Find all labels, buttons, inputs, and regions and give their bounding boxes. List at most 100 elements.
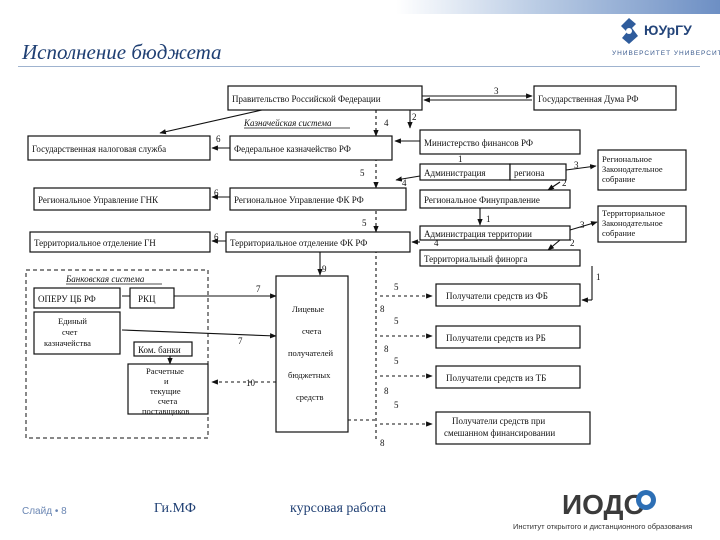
box-minfin-label: Министерство финансов РФ xyxy=(424,138,533,148)
box-regional-fin: Региональное Финуправление xyxy=(419,189,571,209)
box-territorial-leg: Территориальное Законодательное собрание xyxy=(597,205,687,243)
box-com-banks-label: Ком. банки xyxy=(138,345,181,355)
box-government: Правительство Российской Федерации xyxy=(227,85,423,111)
box-region: региона xyxy=(509,163,567,181)
iodo-logo-text: ИОДО xyxy=(562,489,645,520)
box-personal-accounts-label: Лицевые счета получателей бюджетных сред… xyxy=(288,304,335,402)
slide-number: Слайд • 8 xyxy=(22,506,67,517)
box-recipients-rb-label: Получатели средств из РБ xyxy=(446,333,546,343)
svg-text:2: 2 xyxy=(412,112,417,122)
box-government-label: Правительство Российской Федерации xyxy=(232,94,381,104)
box-recipients-mixed-label: Получатели средств при смешанном финанси… xyxy=(444,416,555,438)
box-recipients-mixed: Получатели средств при смешанном финанси… xyxy=(435,411,591,445)
footer-author: Ги.МФ xyxy=(154,501,196,516)
box-territorial-fin: Территориальный финорга xyxy=(419,249,581,267)
svg-text:2: 2 xyxy=(570,238,575,248)
box-fed-treasury-label: Федеральное казначейство РФ xyxy=(234,144,351,154)
box-minfin: Министерство финансов РФ xyxy=(419,129,581,155)
box-region-label: региона xyxy=(514,168,544,178)
svg-text:2: 2 xyxy=(562,178,567,188)
treasury-system-label: Казначейская система xyxy=(243,118,332,128)
box-recipients-fb-label: Получатели средств из ФБ xyxy=(446,291,548,301)
diagram-connectors xyxy=(121,93,598,440)
svg-text:1: 1 xyxy=(458,154,463,164)
university-subtitle: УНИВЕРСИТЕТ УНИВЕРСИТЕТ xyxy=(612,50,720,57)
box-rkc-label: РКЦ xyxy=(138,294,156,304)
box-settlement-label: Расчетные и текущие счета поставщиков xyxy=(142,366,189,416)
box-personal-accounts: Лицевые счета получателей бюджетных сред… xyxy=(275,275,349,433)
box-territorial-gn: Территориальное отделение ГН xyxy=(29,231,211,253)
box-settlement: Расчетные и текущие счета поставщиков xyxy=(127,363,209,416)
box-recipients-rb: Получатели средств из РБ xyxy=(435,325,581,349)
svg-text:8: 8 xyxy=(384,386,389,396)
svg-text:4: 4 xyxy=(384,118,389,128)
svg-text:6: 6 xyxy=(216,134,221,144)
box-admin-territory: Администрация территории xyxy=(419,225,571,241)
svg-text:8: 8 xyxy=(384,344,389,354)
svg-text:7: 7 xyxy=(256,284,261,294)
box-territorial-fk: Территориальное отделение ФК РФ xyxy=(225,231,411,253)
svg-text:10: 10 xyxy=(246,378,256,388)
box-tax-service-label: Государственная налоговая служба xyxy=(32,144,166,154)
svg-text:1: 1 xyxy=(486,214,491,224)
box-rkc: РКЦ xyxy=(129,287,175,309)
svg-text:9: 9 xyxy=(322,264,327,274)
svg-text:3: 3 xyxy=(494,86,499,96)
box-recipients-tb: Получатели средств из ТБ xyxy=(435,365,581,389)
box-opery: ОПЕРУ ЦБ РФ xyxy=(33,287,121,309)
institute-name: Институт открытого и дистанционного обра… xyxy=(513,522,693,531)
svg-text:5: 5 xyxy=(394,356,399,366)
svg-text:6: 6 xyxy=(214,232,219,242)
box-single-account-label: Единый счет казначейства xyxy=(44,316,91,348)
bank-system-label: Банковская система xyxy=(65,274,145,284)
flow-numbers: 3 2 4 6 5 1 3 2 4 6 5 1 3 2 4 6 9 7 5 1 … xyxy=(214,86,601,448)
iodo-logo: ИОДО xyxy=(562,489,656,520)
svg-text:5: 5 xyxy=(394,282,399,292)
box-regional-fk: Региональное Управление ФК РФ xyxy=(229,187,407,211)
svg-text:5: 5 xyxy=(394,316,399,326)
svg-text:4: 4 xyxy=(402,178,407,188)
box-regional-gnk-label: Региональное Управление ГНК xyxy=(38,195,159,205)
footer-work-type: курсовая работа xyxy=(290,501,387,516)
top-gradient-band xyxy=(0,0,720,14)
box-regional-leg: Региональное Законодательное собрание xyxy=(597,149,687,191)
box-single-account: Единый счет казначейства xyxy=(33,311,121,355)
box-territorial-leg-label: Территориальное Законодательное собрание xyxy=(602,208,667,238)
box-regional-gnk: Региональное Управление ГНК xyxy=(33,187,211,211)
svg-text:8: 8 xyxy=(380,304,385,314)
box-admin-label: Администрация xyxy=(424,168,486,178)
box-territorial-gn-label: Территориальное отделение ГН xyxy=(34,238,156,248)
box-recipients-tb-label: Получатели средств из ТБ xyxy=(446,373,546,383)
svg-text:5: 5 xyxy=(362,218,367,228)
box-admin-territory-label: Администрация территории xyxy=(424,229,532,239)
box-com-banks: Ком. банки xyxy=(133,341,193,357)
svg-text:1: 1 xyxy=(596,272,601,282)
box-regional-fin-label: Региональное Финуправление xyxy=(424,195,540,205)
svg-text:3: 3 xyxy=(580,220,585,230)
box-tax-service: Государственная налоговая служба xyxy=(27,135,211,161)
university-logo: ЮУрГУ УНИВЕРСИТЕТ УНИВЕРСИТЕТ xyxy=(612,16,720,62)
svg-text:5: 5 xyxy=(394,400,399,410)
bank-system-region xyxy=(25,269,209,439)
svg-text:3: 3 xyxy=(574,160,579,170)
svg-text:8: 8 xyxy=(380,438,385,448)
university-name: ЮУрГУ xyxy=(644,22,692,38)
box-regional-fk-label: Региональное Управление ФК РФ xyxy=(234,195,364,205)
box-recipients-fb: Получатели средств из ФБ xyxy=(435,283,581,307)
box-opery-label: ОПЕРУ ЦБ РФ xyxy=(38,294,96,304)
box-territorial-fk-label: Территориальное отделение ФК РФ xyxy=(230,238,367,248)
box-fed-treasury: Федеральное казначейство РФ xyxy=(229,135,393,161)
box-regional-leg-label: Региональное Законодательное собрание xyxy=(602,154,665,184)
slide-title: Исполнение бюджета xyxy=(22,40,222,64)
box-duma-label: Государственная Дума РФ xyxy=(538,94,639,104)
svg-text:7: 7 xyxy=(238,336,243,346)
university-emblem-icon xyxy=(621,18,638,44)
svg-text:5: 5 xyxy=(360,168,365,178)
box-territorial-fin-label: Территориальный финорга xyxy=(424,254,527,264)
svg-text:4: 4 xyxy=(434,238,439,248)
title-divider xyxy=(18,66,700,67)
svg-text:6: 6 xyxy=(214,188,219,198)
box-duma: Государственная Дума РФ xyxy=(533,85,677,111)
box-admin: Администрация xyxy=(419,163,511,181)
